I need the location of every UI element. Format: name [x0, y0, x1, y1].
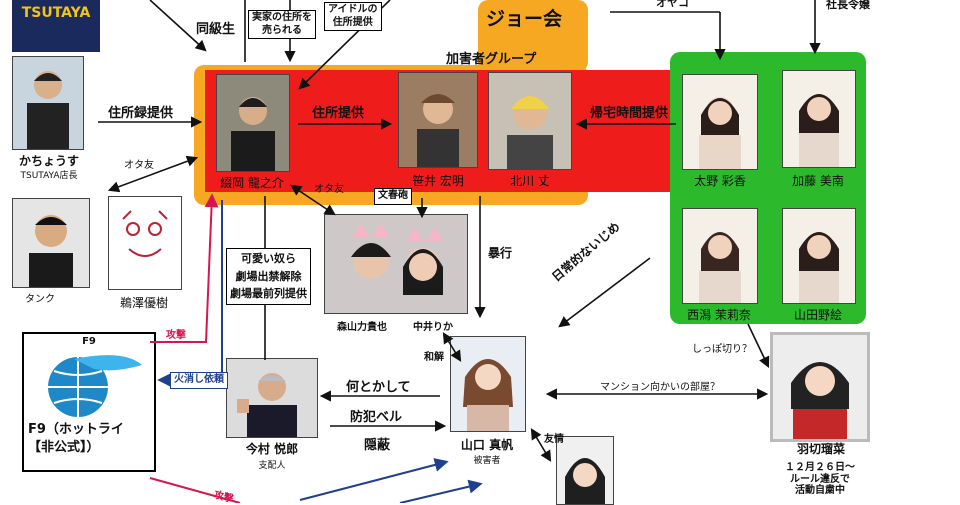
photo-sasai: [398, 72, 478, 168]
label-shippo: しっぽ切り？: [692, 344, 752, 355]
f9-name: F9（ホットライ 【非公式】）: [28, 422, 124, 455]
note-hakiri: １２月２６日～ ルール違反で 活動自粛中: [785, 462, 855, 496]
tsutaya-logo-text: TSUTAYA: [21, 5, 91, 21]
label-nantoka: 何とかして: [346, 380, 411, 395]
name-tank: タンク: [25, 294, 55, 305]
label-bouhan: 防犯ベル: [350, 410, 403, 425]
name-nakai: 中井りか: [413, 322, 453, 333]
photo-bottom-member: [556, 436, 614, 505]
photo-kitagawa: [488, 72, 572, 170]
name-kato: 加藤 美南: [792, 174, 844, 188]
name-nishigata: 西潟 茉莉奈: [687, 308, 751, 322]
name-imamura: 今村 悦郎: [245, 442, 299, 456]
label-ota-tomo-2: オタ友: [314, 184, 344, 195]
f9-logo-label: F9: [82, 336, 96, 347]
name-hakiri: 羽切瑠菜: [796, 442, 845, 456]
role-imamura: 支配人: [258, 461, 286, 471]
photo-kachoosu: [12, 56, 84, 150]
label-yuujou: 友情: [544, 434, 564, 445]
name-yamada: 山田野絵: [793, 308, 842, 322]
label-shachou-reijou: 社長令嬢: [826, 0, 870, 11]
name-moriyama: 森山力貴也: [337, 322, 387, 333]
photo-ohno: [682, 74, 758, 170]
name-kachoosu: かちょうす: [18, 154, 79, 168]
joe-group-title: ジョー会: [486, 8, 563, 30]
label-wakai: 和解: [424, 352, 444, 363]
photo-imamura: [226, 358, 318, 438]
role-kachoosu: TSUTAYA店長: [20, 171, 78, 181]
label-bunshun: 文春砲: [374, 188, 412, 205]
label-ota-tomo-1: オタ友: [124, 160, 154, 171]
name-ukezawa: 鵜澤優樹: [119, 296, 168, 310]
photo-kaneoka: [216, 74, 290, 172]
photo-tank: [12, 198, 90, 288]
joe-group-box: [478, 0, 588, 72]
name-ohno: 太野 彩香: [694, 174, 746, 188]
photo-nishigata: [682, 208, 758, 304]
tsutaya-logo: TSUTAYA: [12, 0, 100, 52]
name-kaneoka: 綴岡 龍之介: [220, 176, 284, 190]
name-kitagawa: 北川 丈: [510, 174, 550, 188]
name-sasai: 笹井 宏明: [412, 174, 464, 188]
label-kougeki-1: 攻撃: [166, 330, 186, 341]
photo-yamada: [782, 208, 856, 304]
label-juusho-teikyou: 住所提供: [312, 106, 365, 121]
label-bouko: 暴行: [488, 246, 513, 260]
label-kitaku-jikan: 帰宅時間提供: [590, 106, 669, 121]
f9-globe-icon: [48, 355, 142, 417]
photo-yamaguchi: [450, 336, 526, 432]
offender-group-title: 加害者グループ: [446, 52, 537, 67]
label-jikka: 実家の住所を 売られる: [248, 10, 316, 39]
label-doukyuusei: 同級生: [196, 22, 236, 37]
label-kawaii: 可愛い奴ら 劇場出禁解除 劇場最前列提供: [226, 248, 311, 305]
label-oyako: オヤコ: [656, 0, 689, 9]
photo-ukezawa: [108, 196, 182, 290]
photo-moriyama-nakai: [324, 214, 468, 314]
label-juushoroku: 住所録提供: [108, 106, 174, 121]
name-yamaguchi: 山口 真帆: [460, 438, 514, 452]
role-yamaguchi: 被害者: [473, 456, 501, 466]
label-inpei: 隠蔽: [364, 438, 391, 453]
photo-kato: [782, 70, 856, 168]
label-hikeshi: 火消し依頼: [170, 372, 228, 389]
label-mansion: マンション向かいの部屋？: [600, 382, 720, 393]
label-idol-address: アイドルの 住所提供: [324, 2, 382, 31]
f9-box: F9 F9（ホットライ 【非公式】）: [22, 332, 156, 472]
photo-hakiri: [770, 332, 870, 442]
